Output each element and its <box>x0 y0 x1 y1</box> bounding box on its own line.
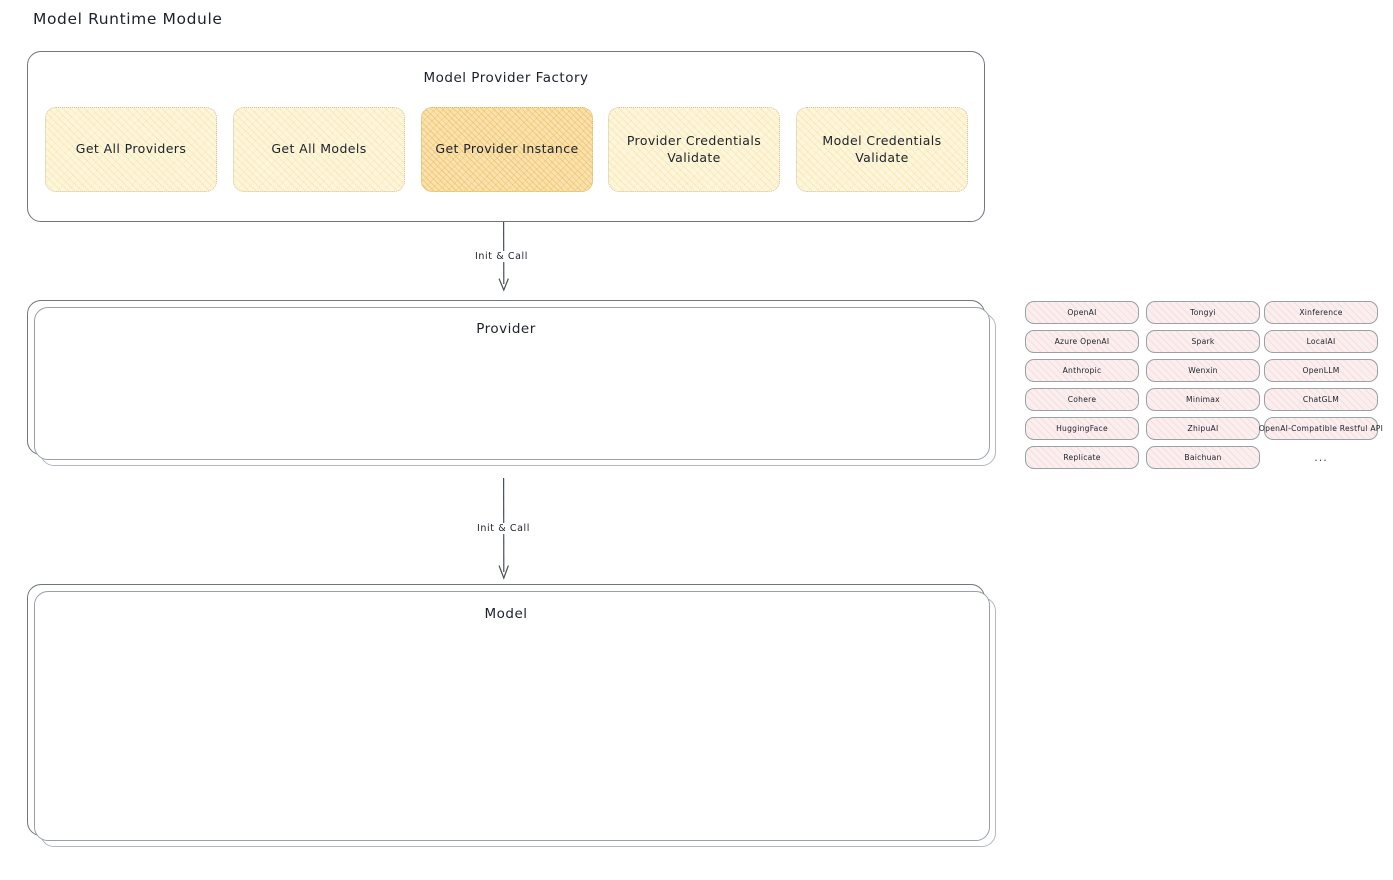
model-provider-factory-title: Model Provider Factory <box>423 70 589 86</box>
provider-tag-openai[interactable]: OpenAI <box>1025 301 1139 324</box>
arrow-label-init-call-2: Init & Call <box>474 523 533 534</box>
model-panel: Model <box>27 584 996 847</box>
arrow-label-init-call-1: Init & Call <box>472 251 531 262</box>
factory-box-model-credentials-validate[interactable]: Model Credentials Validate <box>796 107 968 192</box>
provider-tag-chatglm[interactable]: ChatGLM <box>1264 388 1378 411</box>
page-title: Model Runtime Module <box>33 10 223 28</box>
factory-box-provider-credentials-validate[interactable]: Provider Credentials Validate <box>608 107 780 192</box>
provider-tag-wenxin[interactable]: Wenxin <box>1146 359 1260 382</box>
provider-tag-replicate[interactable]: Replicate <box>1025 446 1139 469</box>
provider-tag-baichuan[interactable]: Baichuan <box>1146 446 1260 469</box>
provider-tag-azure-openai[interactable]: Azure OpenAI <box>1025 330 1139 353</box>
provider-panel: Provider <box>27 300 996 466</box>
provider-tag-openllm[interactable]: OpenLLM <box>1264 359 1378 382</box>
provider-tag-spark[interactable]: Spark <box>1146 330 1260 353</box>
provider-tag-tongyi[interactable]: Tongyi <box>1146 301 1260 324</box>
provider-title: Provider <box>476 321 536 337</box>
provider-list-more: ... <box>1314 451 1328 464</box>
provider-tag-anthropic[interactable]: Anthropic <box>1025 359 1139 382</box>
factory-box-get-provider-instance[interactable]: Get Provider Instance <box>421 107 593 192</box>
provider-tag-minimax[interactable]: Minimax <box>1146 388 1260 411</box>
provider-tag-cohere[interactable]: Cohere <box>1025 388 1139 411</box>
provider-tag-openai-compatible-restful-api[interactable]: OpenAI-Compatible Restful API <box>1259 417 1383 440</box>
provider-tag-huggingface[interactable]: HuggingFace <box>1025 417 1139 440</box>
factory-box-get-all-providers[interactable]: Get All Providers <box>45 107 217 192</box>
factory-box-get-all-models[interactable]: Get All Models <box>233 107 405 192</box>
provider-tag-localai[interactable]: LocalAI <box>1264 330 1378 353</box>
provider-tag-zhipuai[interactable]: ZhipuAI <box>1146 417 1260 440</box>
provider-tag-xinference[interactable]: Xinference <box>1264 301 1378 324</box>
model-title: Model <box>484 606 528 622</box>
